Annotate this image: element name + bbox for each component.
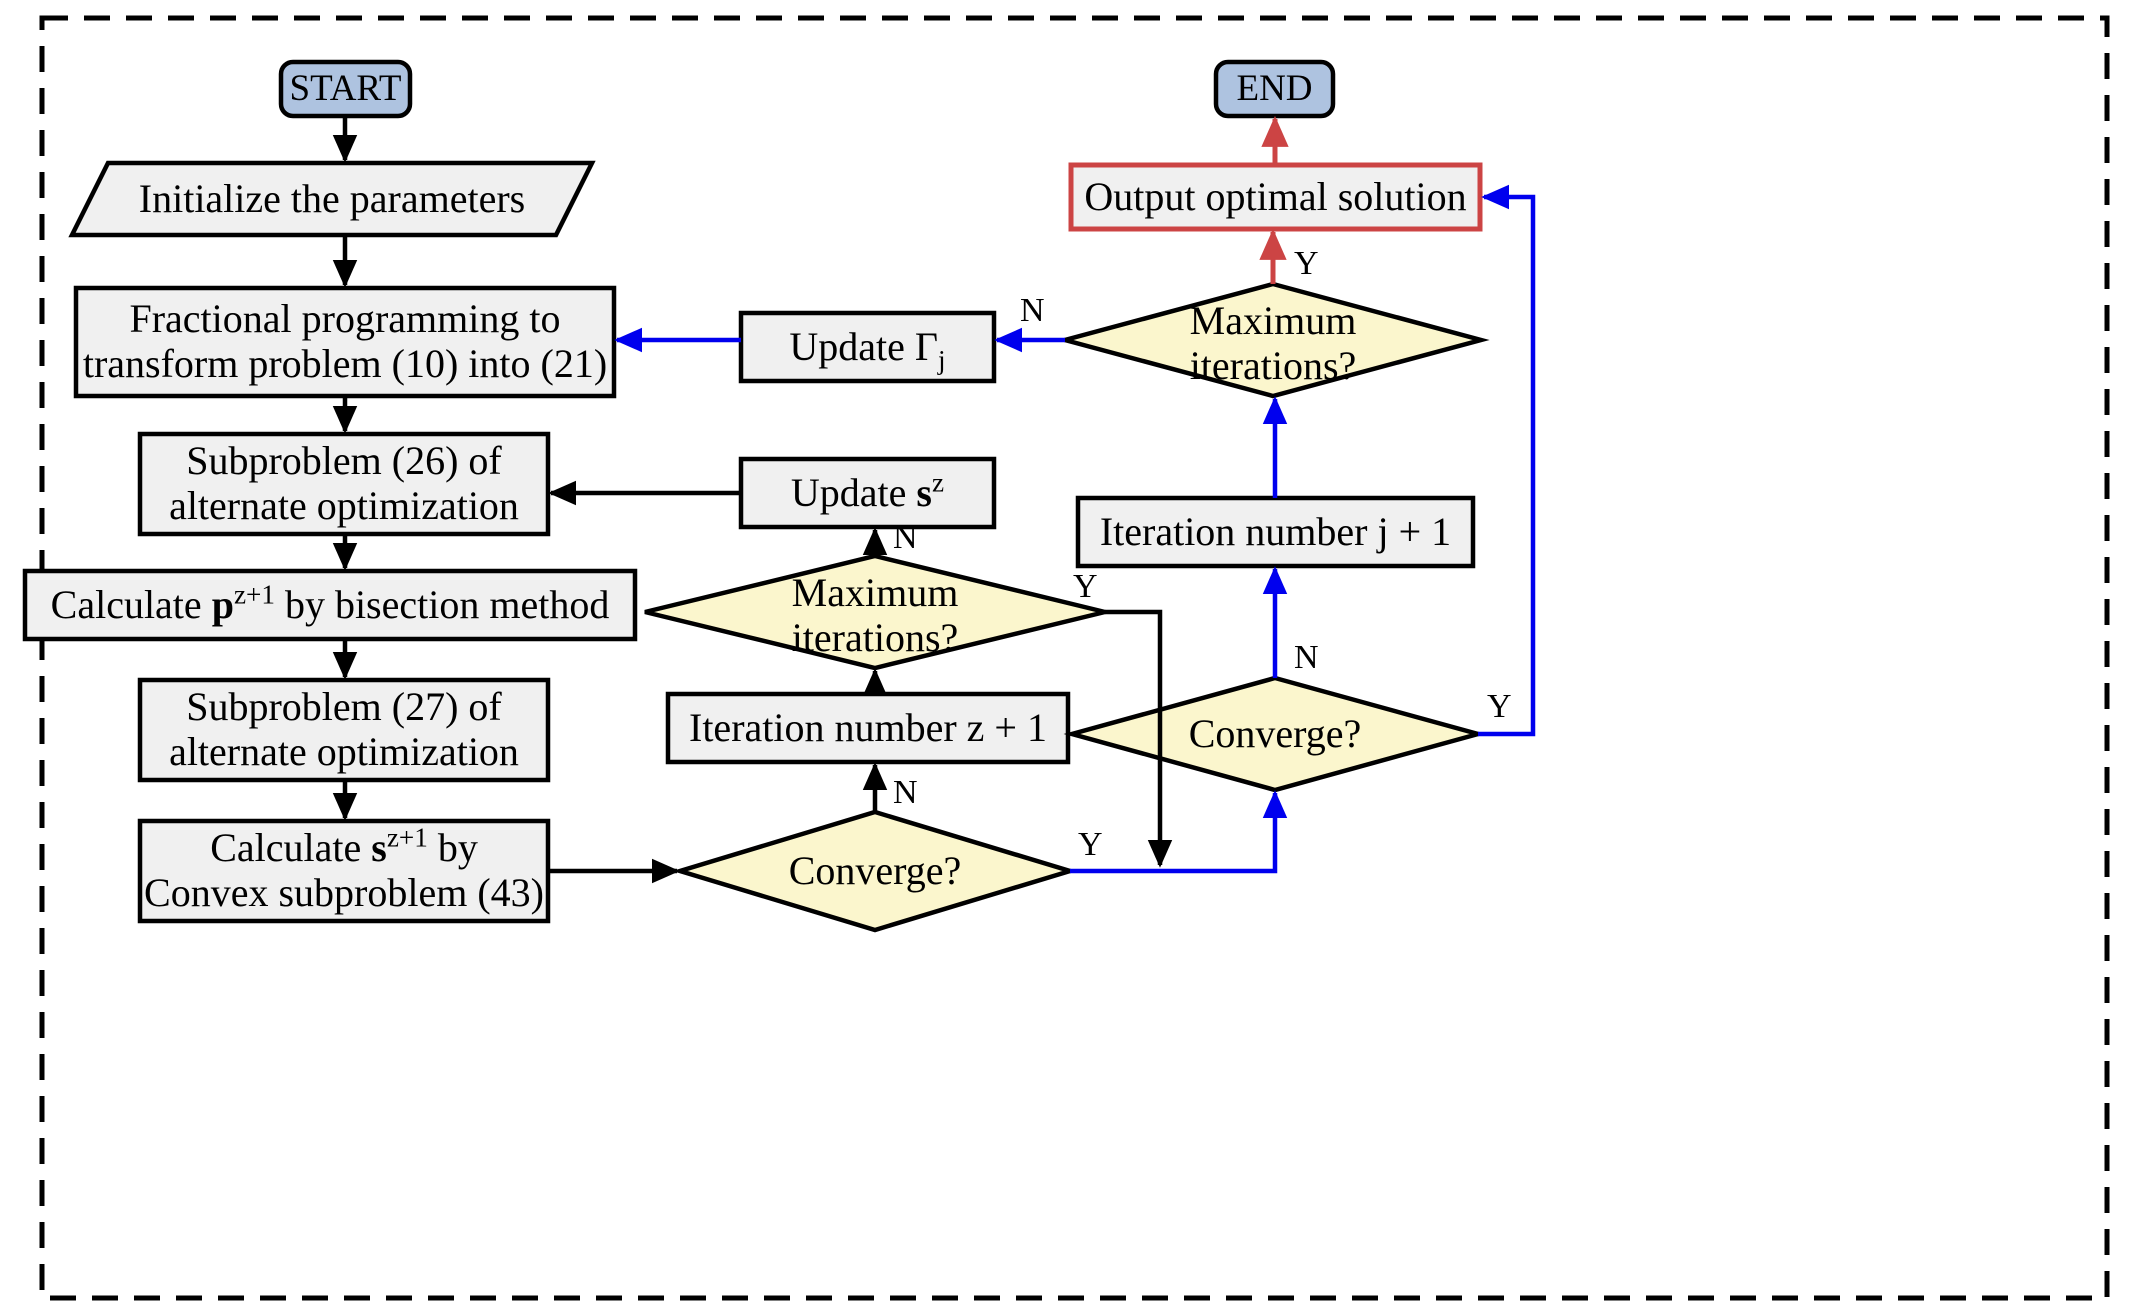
fractional-node-shape [73, 285, 617, 399]
subproblem27-node-shape [137, 677, 551, 783]
edge-max-iter-inner-yes-down [1105, 609, 1173, 868]
calc-s-node-shape [137, 818, 551, 924]
subproblem26-node-shape [137, 431, 551, 537]
iter-z-node-shape [665, 691, 1071, 765]
edge-label-max-iter-outer-no: N [1020, 292, 1045, 329]
edge-label-converge-outer-yes: Y [1487, 688, 1512, 725]
edge-converge-outer-yes-to-output [1478, 184, 1536, 737]
update-gamma-node-shape [738, 310, 997, 384]
output-node-shape [1068, 162, 1483, 232]
edge-label-converge-inner-yes: Y [1078, 826, 1103, 863]
initialize-node-shape [68, 160, 596, 238]
outer-dashed-frame [39, 15, 2110, 1301]
iter-j-node-shape [1075, 495, 1476, 569]
max-iter-inner-node-shape [644, 553, 1106, 671]
edge-label-max-iter-inner-no: N [893, 519, 918, 556]
max-iter-outer-node-shape [1056, 281, 1490, 399]
edge-label-max-iter-outer-yes: Y [1294, 245, 1319, 282]
start-node-shape [278, 59, 413, 119]
edge-label-max-iter-inner-yes: Y [1073, 568, 1098, 605]
converge-outer-node-shape [1063, 675, 1487, 793]
edge-converge-inner-yes-to-converge-outer [1070, 790, 1288, 874]
calc-p-node-shape [22, 568, 638, 642]
update-s-node-shape [738, 456, 997, 530]
edge-label-converge-inner-no: N [893, 774, 918, 811]
end-node-shape [1213, 59, 1336, 119]
converge-inner-node-shape [672, 809, 1078, 933]
edge-label-converge-outer-no: N [1294, 639, 1319, 676]
